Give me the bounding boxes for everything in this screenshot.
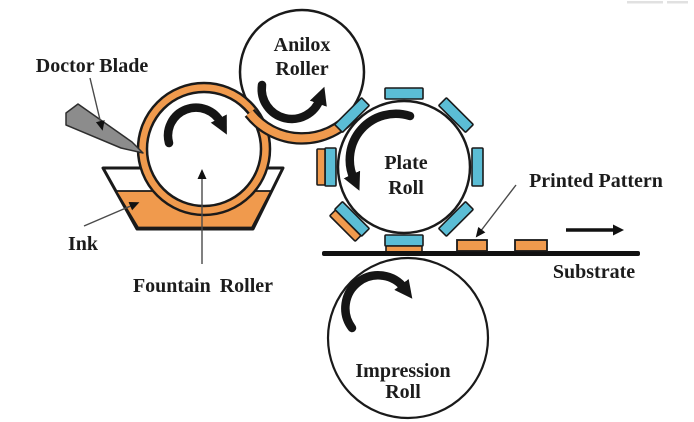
impression-roll-circle [326, 256, 490, 420]
plate-pads [316, 87, 484, 255]
printed-pattern-label: Printed Pattern [529, 170, 663, 192]
ink-label: Ink [68, 233, 99, 255]
printed-pattern-mark [456, 239, 488, 252]
impression-roll-label: Impression [355, 360, 450, 382]
plate-roll-label: Roll [388, 177, 424, 199]
plate-pad-inked [316, 147, 337, 187]
printed-pattern-mark [514, 239, 548, 252]
plate-pad [334, 97, 370, 133]
doctor-blade-label: Doctor Blade [36, 55, 149, 77]
plate-roll-label: Plate [384, 152, 427, 174]
doctor-blade-pointer-arrow [89, 77, 105, 131]
cropped-text-artifact [627, 1, 688, 4]
substrate-line [322, 251, 640, 256]
anilox-rotation-counterclockwise-icon [257, 80, 327, 124]
plate-pad [471, 147, 484, 187]
printed-pattern-pointer-arrow [475, 184, 517, 238]
plate-pad [438, 201, 474, 237]
fountain-rotation-clockwise-icon [163, 103, 227, 148]
ink-pointer-arrow [83, 202, 140, 227]
doctor-blade [65, 103, 144, 154]
anilox-roller-label: Roller [275, 58, 328, 80]
substrate-label: Substrate [553, 261, 635, 283]
plate-pad-inked [329, 201, 370, 242]
plate-pad [384, 87, 424, 100]
plate-rotation-counterclockwise-icon [343, 109, 415, 191]
plate-roll-circle [336, 99, 472, 235]
impression-rotation-clockwise-icon [341, 271, 413, 333]
impression-roll-label: Roll [385, 381, 421, 403]
fountain-roller-label: Fountain Roller [133, 275, 273, 297]
plate-pad [438, 97, 474, 133]
anilox-roller-label: Anilox [274, 34, 331, 56]
